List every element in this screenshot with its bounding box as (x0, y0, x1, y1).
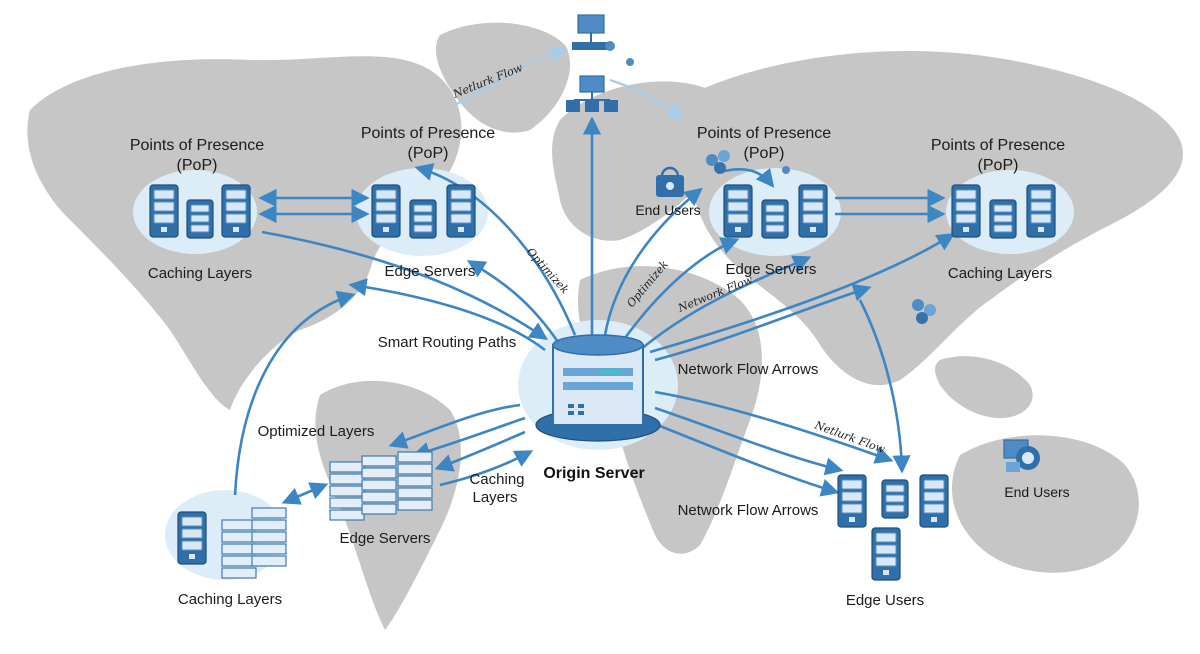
edge-servers-label-1: Edge Servers (385, 263, 476, 280)
caching-layers-left-label: Caching Layers (148, 265, 252, 282)
edge-servers-racks (329, 451, 433, 521)
server-icon (371, 184, 401, 238)
caching-layers-right-label: Caching Layers (948, 265, 1052, 282)
end-users-1-icon (656, 166, 684, 197)
origin-server-icon (535, 334, 661, 442)
edge-servers-label-3: Edge Servers (340, 530, 431, 547)
pop-4-subtitle: (PoP) (978, 157, 1019, 174)
server-icon (186, 199, 214, 239)
arrow-origin-to-edgeusers-1 (654, 390, 894, 464)
arrow-origin-to-edgeusers-3 (649, 420, 840, 497)
arrow-top-right-light (609, 78, 683, 121)
server-icon (723, 184, 753, 238)
arrow-origin-to-enduser1 (603, 187, 703, 336)
server-icon (951, 184, 981, 238)
arrow-origin-to-edge1-a (388, 403, 521, 449)
server-icon (919, 474, 949, 528)
network-flow-arrows-label-1: Network Flow Arrows (678, 361, 819, 378)
caching-layers-bottom-label: Caching Layers (178, 591, 282, 608)
optimized-layers-label: Optimized Layers (258, 423, 375, 440)
server-icon (837, 474, 867, 528)
server-icon (989, 199, 1017, 239)
edge-users-servers (837, 474, 949, 581)
arrow-origin-to-edge2 (466, 260, 562, 346)
pop-3-subtitle: (PoP) (744, 145, 785, 162)
server-icon (871, 527, 901, 581)
arrow-origin-to-edgeusers-2 (654, 406, 844, 476)
top-network-devices (566, 14, 634, 112)
end-users-2-icon (1003, 439, 1040, 472)
monitor-icon (572, 14, 615, 51)
server-icon (798, 184, 828, 238)
arrow-east-to-edgeusers (858, 299, 911, 474)
arrow-top-network (454, 45, 569, 107)
asia-user-cluster-icon (912, 299, 936, 324)
server-icon (446, 184, 476, 238)
rack-server-icon (361, 455, 397, 515)
edge-servers-label-2: Edge Servers (726, 261, 817, 278)
arrow-origin-to-pop3 (623, 237, 740, 339)
arrow-origin-to-edge1-c (434, 430, 526, 472)
arrow-bottom-left-to-left (233, 290, 356, 496)
rack-server-icon (251, 507, 287, 567)
pop-3-title: Points of Presence (697, 125, 831, 142)
australia-landmass (951, 435, 1139, 573)
arrow-origin-to-pop2 (414, 163, 577, 336)
caching-layers-center-line1: Caching (469, 471, 524, 488)
server-icon (409, 199, 437, 239)
arrow-origin-to-pop4 (649, 233, 956, 354)
server-icon (881, 479, 909, 519)
arrow-edge1-to-origin (439, 450, 534, 487)
server-icon (1026, 184, 1056, 238)
arrow-origin-to-pop3-upper (639, 255, 812, 351)
server-icon (149, 184, 179, 238)
server-icon (177, 511, 207, 565)
rack-server-icon (221, 519, 257, 579)
network-arrows (233, 45, 956, 505)
arrow-origin-to-left (348, 278, 546, 352)
arrow-pop1-to-origin (261, 230, 549, 341)
arrow-origin-to-east (654, 283, 872, 362)
pop-1-title: Points of Presence (130, 137, 264, 154)
origin-server-label: Origin Server (543, 465, 644, 482)
pop-4-title: Points of Presence (931, 137, 1065, 154)
rack-server-icon (397, 451, 433, 511)
rack-server-icon (329, 461, 365, 521)
pop-1-subtitle: (PoP) (177, 157, 218, 174)
network-flow-arrows-label-2: Network Flow Arrows (678, 502, 819, 519)
end-users-label-1: End Users (635, 202, 700, 218)
cloud-dot-icon (626, 58, 634, 66)
end-users-label-2: End Users (1004, 484, 1069, 500)
edge-users-label: Edge Users (846, 592, 924, 609)
pop-2-title: Points of Presence (361, 125, 495, 142)
southeast-asia-landmass (935, 356, 1033, 419)
arrow-enduser-to-pop3 (719, 167, 775, 188)
server-icon (761, 199, 789, 239)
server-icon (221, 184, 251, 238)
smart-routing-label: Smart Routing Paths (378, 334, 516, 351)
network-tree-icon (566, 75, 618, 112)
pop-2-subtitle: (PoP) (408, 145, 449, 162)
arrow-bottom-left-edge1 (281, 482, 329, 505)
caching-layers-center-line2: Layers (472, 489, 517, 506)
user-cluster-icon (706, 150, 790, 174)
optimizek-label-1: Optimizek (524, 245, 572, 296)
